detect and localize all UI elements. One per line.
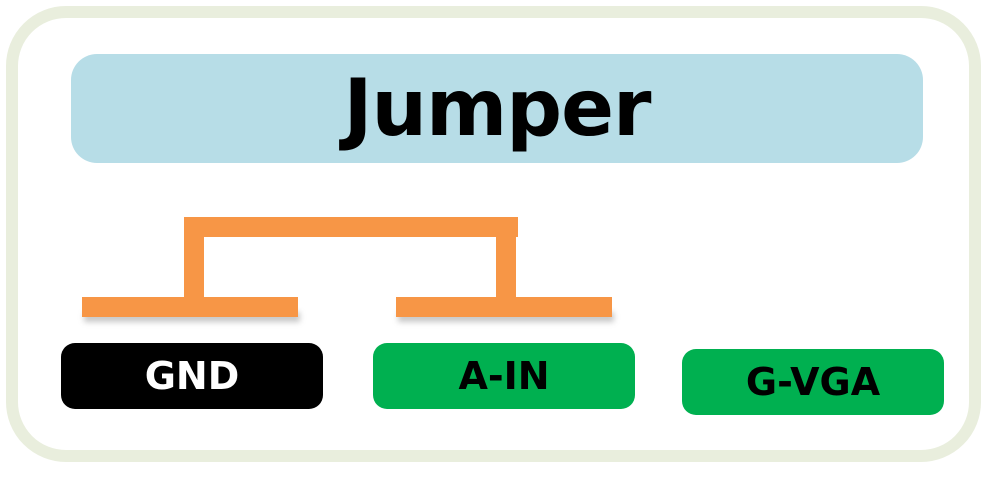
jumper-pad-ain — [396, 297, 612, 317]
jumper-bridge-top — [184, 217, 518, 237]
pin-g-vga-label: G-VGA — [745, 360, 881, 404]
pin-gnd-label: GND — [144, 354, 240, 398]
pin-a-in: A-IN — [373, 343, 635, 409]
jumper-pad-gnd — [82, 297, 298, 317]
diagram-title: Jumper — [343, 63, 651, 154]
pin-a-in-label: A-IN — [458, 354, 550, 398]
title-banner: Jumper — [71, 54, 923, 163]
pin-gnd: GND — [61, 343, 323, 409]
jumper-bridge-right-leg — [496, 217, 516, 301]
pin-g-vga: G-VGA — [682, 349, 944, 415]
jumper-bridge-left-leg — [184, 217, 204, 301]
